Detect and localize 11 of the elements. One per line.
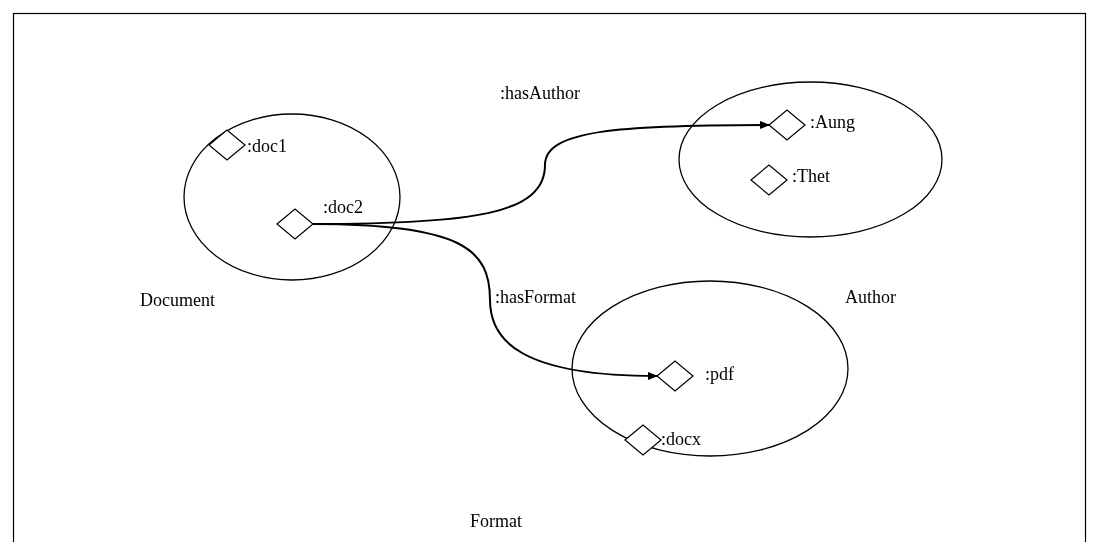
edge-label: :hasFormat [495,287,576,307]
instance-label: :doc2 [323,197,363,217]
edge-label: :hasAuthor [500,83,580,103]
class-label: Document [140,290,215,310]
instance-label: :doc1 [247,136,287,156]
instance-label: :Thet [792,166,830,186]
class-label: Author [845,287,896,307]
instance-label: :Aung [810,112,855,132]
class-label: Format [470,511,522,531]
instance-label: :pdf [705,364,734,384]
instance-label: :docx [661,429,701,449]
